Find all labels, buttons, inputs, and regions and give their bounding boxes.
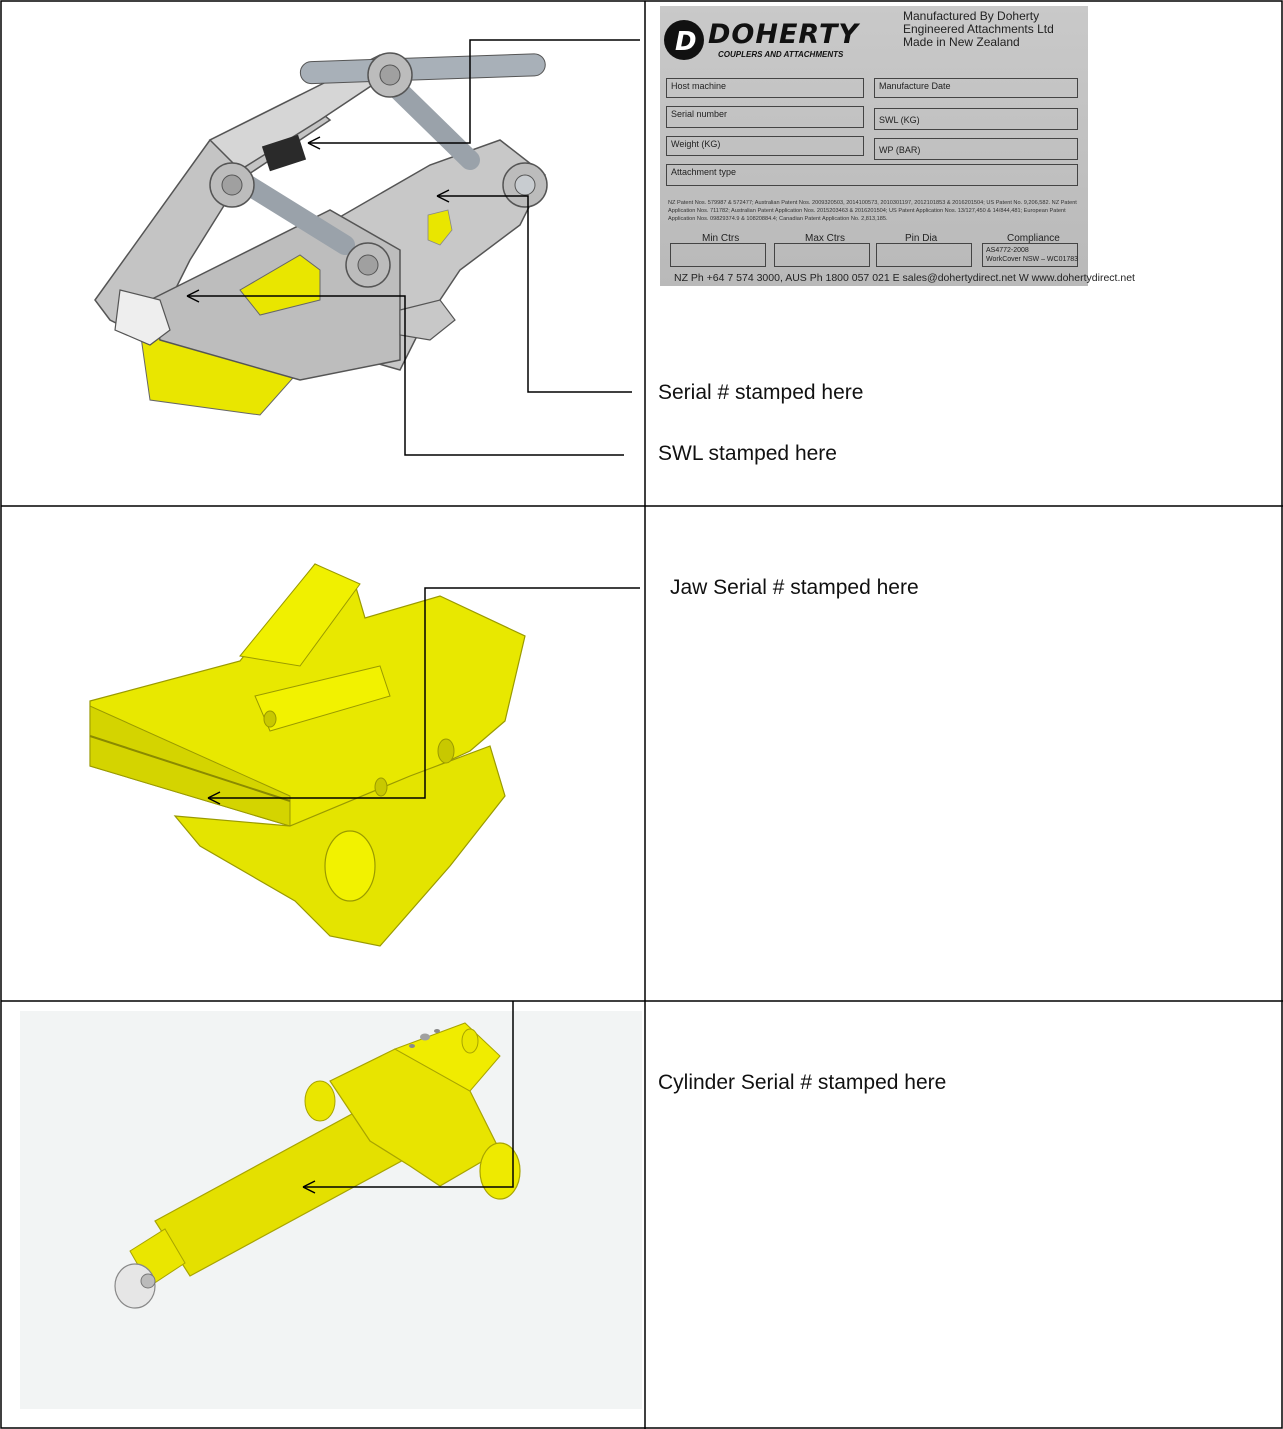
contact-line: NZ Ph +64 7 574 3000, AUS Ph 1800 057 02… — [674, 272, 1135, 284]
field-serial-number: Serial number — [666, 106, 864, 128]
brand-name: DOHERTY — [708, 19, 859, 50]
cylinder-serial-stamp-label: Cylinder Serial # stamped here — [658, 1071, 947, 1094]
serial-stamp-label: Serial # stamped here — [658, 381, 864, 404]
field-manufacture-date: Manufacture Date — [874, 78, 1078, 98]
col-max-ctrs: Max Ctrs — [805, 233, 845, 244]
field-weight: Weight (KG) — [666, 136, 864, 156]
brand-subtitle: COUPLERS AND ATTACHMENTS — [718, 50, 844, 59]
box-pin-dia — [876, 243, 972, 267]
box-min-ctrs — [670, 243, 766, 267]
box-compliance — [982, 243, 1078, 267]
patent-text: NZ Patent Nos. 579987 & 572477; Australi… — [668, 200, 1077, 222]
compliance-values: AS4772-2008 WorkCover NSW – WC01783 — [986, 246, 1078, 264]
row-coupler: D DOHERTY COUPLERS AND ATTACHMENTS Manuf… — [0, 0, 1283, 506]
field-wp: WP (BAR) — [874, 138, 1078, 160]
coupler-illustration — [94, 39, 640, 456]
svg-text:D: D — [675, 27, 697, 57]
manufacturer-line: Engineered Attachments Ltd — [903, 22, 1054, 36]
box-max-ctrs — [774, 243, 870, 267]
swl-stamp-label: SWL stamped here — [658, 442, 837, 465]
field-host-machine: Host machine — [666, 78, 864, 98]
col-compliance: Compliance — [1007, 233, 1060, 244]
field-attachment-type: Attachment type — [666, 164, 1078, 186]
compliance-line: AS4772-2008 — [986, 247, 1029, 254]
jaw-serial-stamp-label: Jaw Serial # stamped here — [670, 576, 919, 599]
field-swl: SWL (KG) — [874, 108, 1078, 130]
row-cylinder: Cylinder Serial # stamped here — [0, 1001, 1283, 1429]
doherty-label-plate: D DOHERTY COUPLERS AND ATTACHMENTS Manuf… — [660, 6, 1135, 286]
doherty-logo-icon: D — [664, 20, 704, 60]
row-jaw: Jaw Serial # stamped here — [0, 506, 1283, 1001]
manufacturer-line: Manufactured By Doherty — [903, 9, 1040, 23]
compliance-line: WorkCover NSW – WC01783 — [986, 256, 1079, 263]
col-min-ctrs: Min Ctrs — [702, 233, 740, 244]
jaw-illustration — [89, 563, 640, 947]
manufacturer-info: Manufactured By Doherty Engineered Attac… — [903, 10, 1054, 49]
cylinder-illustration — [20, 1001, 642, 1409]
col-pin-dia: Pin Dia — [905, 233, 938, 244]
manufacturer-line: Made in New Zealand — [903, 35, 1020, 49]
